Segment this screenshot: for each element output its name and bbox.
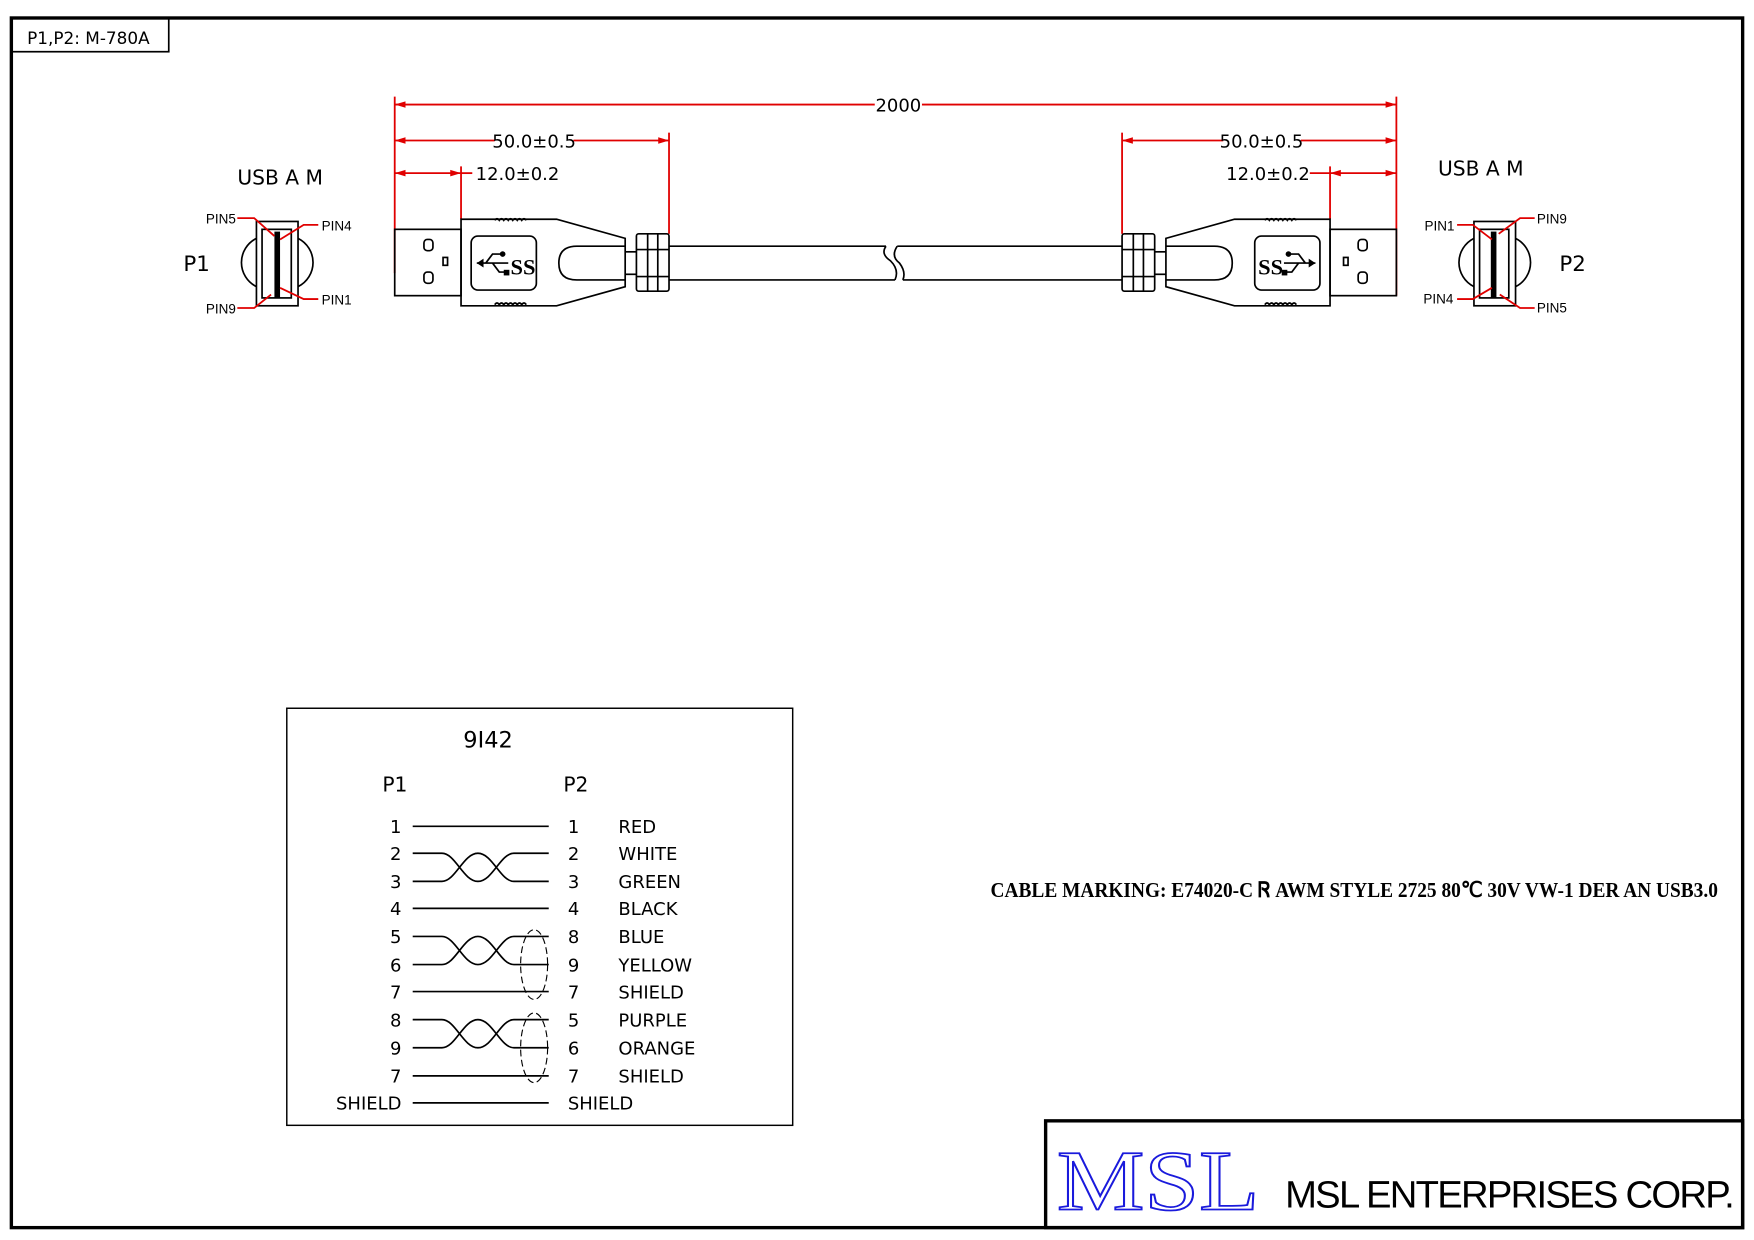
sheet-border bbox=[9, 16, 1745, 1230]
wire-color: BLUE bbox=[618, 927, 664, 948]
wire-color: SHIELD bbox=[618, 1067, 683, 1088]
cable-id: 9I42 bbox=[463, 728, 513, 754]
wire-p1-pin: 4 bbox=[390, 899, 401, 920]
wire-p1-pin: 9 bbox=[390, 1039, 401, 1060]
company-logo: MSL bbox=[1057, 1135, 1259, 1229]
wire-p1-pin: 6 bbox=[390, 955, 401, 976]
wire-p2-pin: 7 bbox=[568, 982, 579, 1003]
wire-line bbox=[412, 1018, 549, 1049]
p1-type: USB A M bbox=[237, 165, 323, 189]
p2-pin-label: PIN4 bbox=[1423, 292, 1453, 307]
wire-color: BLACK bbox=[618, 899, 678, 920]
usb-ss-logo-right: SS bbox=[1258, 251, 1316, 279]
wire-p1-pin: 3 bbox=[390, 872, 401, 893]
wire-p2-pin: 5 bbox=[568, 1010, 579, 1031]
part-label: P1,P2: M-780A bbox=[27, 28, 150, 48]
wire-line bbox=[412, 935, 549, 966]
dimension-right-plug: 12.0±0.2 bbox=[1226, 164, 1310, 185]
cable-assembly: SS SS bbox=[393, 217, 1398, 307]
wire-color: ORANGE bbox=[618, 1039, 695, 1060]
p2-name: P2 bbox=[1559, 252, 1585, 277]
p1-pin-label: PIN9 bbox=[206, 302, 236, 317]
wire-line bbox=[412, 852, 549, 883]
dimension-right-body: 50.0±0.5 bbox=[1220, 131, 1304, 152]
dimension-left-body: 50.0±0.5 bbox=[492, 131, 576, 152]
dimensions: 2000 50.0±0.5 50.0±0.5 12.0±0.2 12.0±0.2 bbox=[393, 95, 1398, 296]
wire-color: SHIELD bbox=[618, 982, 683, 1003]
wire-color: WHITE bbox=[618, 844, 677, 865]
p2-pin-label: PIN9 bbox=[1537, 212, 1567, 227]
wire-color: YELLOW bbox=[617, 955, 692, 976]
wire-p2-pin: 1 bbox=[568, 817, 579, 838]
dimension-overall: 2000 bbox=[875, 95, 921, 116]
p2-pin-label: PIN1 bbox=[1424, 218, 1454, 233]
wire-color: PURPLE bbox=[618, 1010, 687, 1031]
p2-pin-label: PIN5 bbox=[1537, 301, 1567, 316]
p1-pin-label: PIN1 bbox=[322, 293, 352, 308]
dimension-left-plug: 12.0±0.2 bbox=[476, 164, 560, 185]
p1-pin-label: PIN5 bbox=[206, 212, 236, 227]
wire-p1-pin: 5 bbox=[390, 927, 401, 948]
logo-text-left: SS bbox=[511, 254, 536, 279]
wire-p2-pin: 4 bbox=[568, 899, 579, 920]
part-label-box bbox=[10, 17, 170, 53]
col-p2: P2 bbox=[563, 772, 588, 796]
wire-line bbox=[412, 852, 549, 883]
wire-line bbox=[412, 1018, 549, 1049]
wire-p1-pin: 8 bbox=[390, 1010, 401, 1031]
title-block: MSL MSL ENTERPRISES CORP. bbox=[1043, 1119, 1745, 1230]
usb-ss-logo-left: SS bbox=[476, 251, 536, 279]
wire-p2-pin: 3 bbox=[568, 872, 579, 893]
wire-line bbox=[412, 935, 549, 966]
wire-color: RED bbox=[618, 817, 656, 838]
p2-face-view: USB A M P2 PIN1 PIN9 PIN4 PIN5 bbox=[1423, 156, 1585, 315]
wire-p2-pin: 2 bbox=[568, 844, 579, 865]
col-p1: P1 bbox=[382, 772, 407, 796]
wire-p2-pin: 8 bbox=[568, 927, 579, 948]
wiring-table: 9I42 P1 P2 1 1 RED 2 2 WHITE 3 3 GREEN 4 4 BLACK 5 8 B… bbox=[286, 707, 794, 1127]
p1-pin-label: PIN4 bbox=[322, 218, 352, 233]
p1-name: P1 bbox=[183, 252, 209, 277]
wire-p2-pin: 9 bbox=[568, 955, 579, 976]
company-name: MSL ENTERPRISES CORP. bbox=[1285, 1173, 1735, 1216]
wire-p1-pin: 2 bbox=[390, 844, 401, 865]
wire-p1-pin: 7 bbox=[390, 1067, 401, 1088]
logo-text-right: SS bbox=[1258, 254, 1283, 279]
wire-p1-pin: 1 bbox=[390, 817, 401, 838]
p2-type: USB A M bbox=[1438, 156, 1524, 180]
wire-p1-pin: 7 bbox=[390, 982, 401, 1003]
wire-p1-pin: SHIELD bbox=[336, 1094, 401, 1115]
cable-marking: CABLE MARKING: E74020-C Ꮢ AWM STYLE 2725… bbox=[991, 878, 1718, 902]
wire-p2-pin: 7 bbox=[568, 1067, 579, 1088]
wire-color: GREEN bbox=[618, 872, 681, 893]
wire-p2-pin: SHIELD bbox=[568, 1094, 633, 1115]
wire-p2-pin: 6 bbox=[568, 1039, 579, 1060]
p1-face-view: USB A M P1 PIN5 PIN4 PIN9 PIN1 bbox=[183, 165, 352, 316]
